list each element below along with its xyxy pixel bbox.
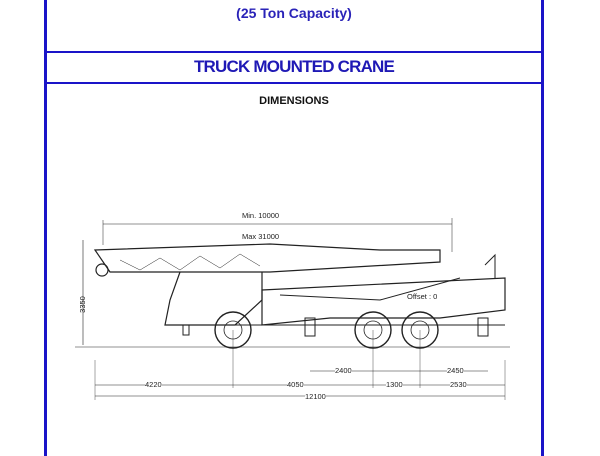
dim-2400: 2400: [335, 366, 352, 375]
section-title: DIMENSIONS: [259, 95, 329, 107]
height-label: 3350: [77, 296, 87, 313]
boom-max-label: Max 31000: [242, 232, 280, 241]
dim-overall-length: 12100: [305, 392, 326, 401]
dim-2530: 2530: [450, 380, 467, 389]
dim-4220: 4220: [145, 380, 162, 389]
page-frame: [44, 0, 544, 456]
dim-4050: 4050: [287, 380, 304, 389]
dim-2450: 2450: [447, 366, 464, 375]
offset-label: Offset : 0: [407, 292, 438, 301]
page-title: TRUCK MOUNTED CRANE: [193, 57, 395, 76]
capacity-label: (25 Ton Capacity): [236, 5, 352, 21]
divider: [44, 82, 544, 84]
divider: [44, 51, 544, 53]
dim-1300: 1300: [386, 380, 403, 389]
boom-min-label: Min. 10000: [242, 211, 280, 220]
